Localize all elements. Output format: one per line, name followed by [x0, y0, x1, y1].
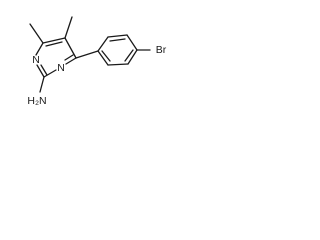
bond-ph2-ph3 — [107, 34, 128, 38]
bond-ph1-ph2 — [97, 36, 109, 52]
bond-ph3-ph4 — [126, 34, 138, 51]
bond-ph6-ph1 — [97, 50, 109, 66]
atom-n1-label: N — [32, 54, 40, 66]
bond-n3-c4 — [65, 57, 77, 65]
bond-c2-n3 — [43, 69, 57, 78]
bond-ph6-ph1-double — [101, 50, 111, 62]
bond-n1-c2-double — [40, 64, 48, 76]
bond-c5-methyl — [64, 16, 73, 39]
atom-n3-label: N — [57, 62, 65, 74]
bond-ph5-ph6 — [107, 63, 129, 66]
structure-diagram: N N H₂N Br — [0, 0, 183, 122]
bond-ph4-ph5-double — [124, 49, 134, 62]
bond-c4-c5 — [64, 37, 77, 59]
bond-c6-n1 — [35, 42, 44, 56]
bond-c5-c6-double — [45, 41, 63, 47]
bond-ph4-ph5 — [127, 49, 138, 65]
bond-c2-amine — [39, 76, 45, 93]
bond-c4-phenyl — [75, 50, 99, 59]
atom-amine-label: H₂N — [27, 95, 46, 107]
atom-labels: N N H₂N Br — [27, 44, 166, 107]
molecule-drawing: N N H₂N Br — [27, 16, 167, 107]
phenyl-ring — [97, 34, 138, 66]
bond-n3-c4-double — [64, 54, 74, 61]
bond-c5-c6 — [42, 37, 66, 44]
bond-c6-methyl — [29, 23, 44, 44]
atom-bromine-label: Br — [156, 44, 167, 56]
pyrimidine-ring — [35, 37, 77, 78]
methyl-groups — [29, 16, 73, 44]
bond-n1-c2 — [36, 64, 45, 78]
bond-ph2-ph3-double — [109, 38, 126, 42]
